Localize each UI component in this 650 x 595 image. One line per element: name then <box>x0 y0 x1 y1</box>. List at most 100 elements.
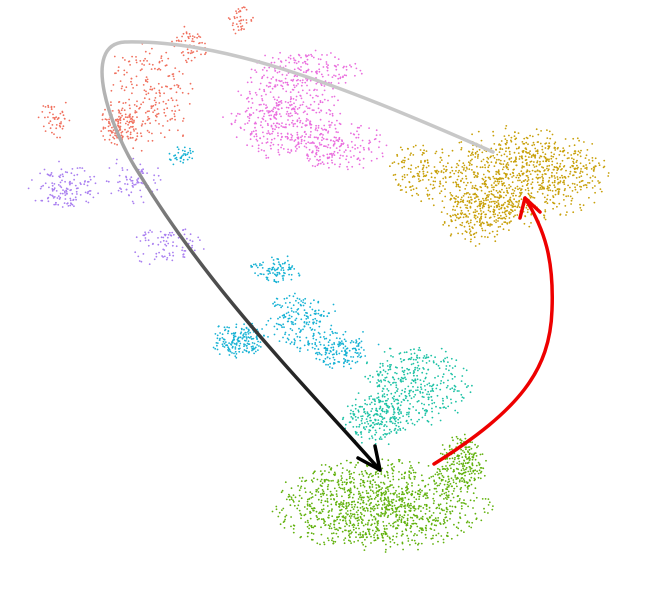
data-point <box>391 509 394 512</box>
data-point <box>143 97 146 100</box>
data-point <box>553 175 556 177</box>
data-point <box>495 178 498 180</box>
data-point <box>279 265 282 268</box>
data-point <box>189 149 192 152</box>
data-point <box>160 55 163 58</box>
data-point <box>121 107 124 110</box>
data-point <box>280 102 283 104</box>
data-point <box>158 89 161 92</box>
data-point <box>300 97 303 100</box>
data-point <box>493 143 496 145</box>
data-point <box>118 101 121 103</box>
data-point <box>228 342 231 344</box>
data-point <box>125 176 128 179</box>
data-point <box>322 490 325 493</box>
data-point <box>128 60 131 63</box>
data-point <box>117 69 120 72</box>
data-point <box>408 506 410 508</box>
data-point <box>413 500 416 503</box>
data-point <box>266 69 268 72</box>
data-point <box>332 348 335 351</box>
data-point <box>143 89 146 92</box>
data-point <box>280 115 282 118</box>
data-point <box>493 220 496 222</box>
data-point <box>61 127 64 130</box>
data-point <box>332 303 335 306</box>
data-point <box>182 32 185 35</box>
data-point <box>326 146 329 149</box>
data-point <box>122 118 125 120</box>
data-point <box>191 38 194 40</box>
data-point <box>299 347 302 350</box>
data-point <box>486 224 489 226</box>
data-point <box>162 239 165 242</box>
data-point <box>430 522 433 525</box>
data-point <box>369 419 371 422</box>
data-point <box>508 221 511 224</box>
data-point <box>321 139 323 142</box>
data-point <box>469 206 472 209</box>
data-point <box>421 515 424 518</box>
data-point <box>403 159 406 162</box>
data-point <box>319 118 322 121</box>
data-point <box>305 105 308 108</box>
data-point <box>391 499 393 501</box>
data-point <box>599 188 602 191</box>
data-point <box>527 179 530 181</box>
data-point <box>466 204 468 207</box>
data-point <box>342 333 345 336</box>
data-point <box>280 269 283 271</box>
data-point <box>301 79 304 81</box>
data-point <box>109 129 112 132</box>
data-point <box>335 501 337 504</box>
data-point <box>417 173 420 175</box>
data-point <box>450 194 453 196</box>
data-point <box>465 369 468 372</box>
data-point <box>345 354 348 357</box>
data-point <box>438 367 441 370</box>
data-point <box>469 234 472 236</box>
data-point <box>167 242 170 245</box>
data-point <box>430 514 433 517</box>
data-point <box>292 57 295 59</box>
data-point <box>311 346 314 349</box>
data-point <box>277 303 279 306</box>
data-point <box>469 240 472 243</box>
data-point <box>53 133 55 136</box>
data-point <box>444 176 447 178</box>
data-point <box>341 530 344 533</box>
data-point <box>262 135 265 138</box>
data-point <box>50 105 53 108</box>
data-point <box>539 186 542 189</box>
data-point <box>548 176 551 179</box>
data-point <box>339 163 342 166</box>
data-point <box>385 487 387 490</box>
data-point <box>389 368 392 371</box>
data-point <box>316 542 319 545</box>
data-point <box>307 136 310 138</box>
data-point <box>142 84 145 86</box>
data-point <box>157 167 159 170</box>
data-point <box>316 516 318 519</box>
data-point <box>201 41 204 44</box>
data-point <box>401 500 403 503</box>
data-point <box>268 111 271 113</box>
data-point <box>89 193 91 196</box>
data-point <box>182 51 184 53</box>
data-point <box>142 101 145 104</box>
data-point <box>541 145 544 148</box>
data-point <box>463 193 466 195</box>
data-point <box>406 517 409 520</box>
data-point <box>395 417 398 419</box>
data-point <box>234 346 237 348</box>
data-point <box>428 520 431 523</box>
data-point <box>156 113 159 116</box>
data-point <box>435 487 437 490</box>
data-point <box>205 51 207 54</box>
data-point <box>117 124 119 127</box>
data-point <box>523 222 526 225</box>
data-point <box>316 518 319 521</box>
data-point <box>394 371 396 374</box>
data-point <box>331 112 334 115</box>
data-point <box>354 430 357 433</box>
